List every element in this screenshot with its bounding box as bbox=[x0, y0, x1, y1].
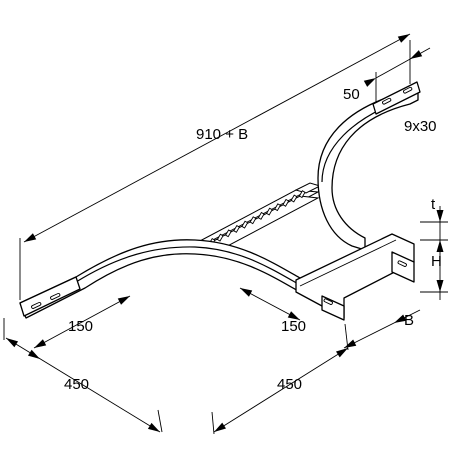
dimension-arrowhead bbox=[344, 339, 357, 348]
rung-slot bbox=[224, 229, 232, 238]
right-curved-rail bbox=[317, 81, 421, 251]
slot-front-1 bbox=[323, 298, 333, 305]
rung-back-2 bbox=[198, 195, 320, 251]
dimension-arrowhead bbox=[410, 50, 423, 59]
slot-right-1 bbox=[397, 260, 407, 267]
label-length-right: 450 bbox=[277, 376, 302, 393]
dimension-arrowhead bbox=[27, 349, 40, 359]
dimension-arrowhead bbox=[436, 210, 444, 222]
dimension-arrowhead bbox=[436, 240, 444, 252]
dimension-arrowhead bbox=[397, 34, 410, 43]
flange-right bbox=[391, 251, 415, 283]
label-flange-width: 50 bbox=[343, 86, 360, 103]
slot-top-right-2 bbox=[403, 86, 413, 94]
dimension-arrowhead bbox=[394, 314, 407, 323]
dimension-arrowhead bbox=[287, 311, 300, 320]
dimension-arrowhead bbox=[117, 296, 130, 305]
flange-left bbox=[19, 276, 81, 317]
dimension-arrowhead bbox=[147, 422, 160, 432]
rung-slot bbox=[298, 190, 306, 199]
rung-slot bbox=[274, 203, 282, 212]
dimension-arrowhead bbox=[24, 233, 37, 242]
slot-left-1 bbox=[31, 302, 42, 309]
dimension-labels: 910 + B 50 9x30 t H B 150 150 450 450 bbox=[64, 86, 442, 393]
left-curved-rail bbox=[19, 239, 301, 319]
dimension-arrows bbox=[6, 34, 444, 432]
dimension-arrowhead bbox=[34, 339, 47, 348]
dimension-arrowhead bbox=[436, 280, 444, 292]
front-straight-rail bbox=[295, 233, 415, 321]
rung-slot bbox=[249, 216, 257, 225]
label-radius-left: 150 bbox=[68, 318, 93, 335]
rung-slot bbox=[282, 198, 290, 207]
slot-top-right-1 bbox=[382, 97, 392, 105]
rung-slot bbox=[216, 233, 224, 242]
rung-slot bbox=[241, 220, 249, 229]
label-height: H bbox=[431, 253, 442, 270]
label-width: B bbox=[404, 312, 414, 329]
rung-slot bbox=[233, 224, 241, 233]
label-thickness: t bbox=[431, 196, 436, 213]
label-slot-size: 9x30 bbox=[404, 118, 437, 135]
label-length-left: 450 bbox=[64, 376, 89, 393]
dimension-arrowhead bbox=[335, 348, 348, 358]
rung-slot bbox=[290, 194, 298, 203]
rung-slot bbox=[257, 211, 265, 220]
dimension-arrowhead bbox=[6, 338, 19, 348]
dimension-arrowhead bbox=[363, 78, 376, 87]
rung-slot bbox=[265, 207, 273, 216]
label-radius-right: 150 bbox=[281, 318, 306, 335]
dimension-arrowhead bbox=[214, 422, 226, 432]
dimension-arrowhead bbox=[240, 288, 253, 297]
rung-slots-back bbox=[208, 190, 306, 246]
label-total-length: 910 + B bbox=[196, 126, 248, 143]
slot-left-2 bbox=[50, 293, 61, 300]
